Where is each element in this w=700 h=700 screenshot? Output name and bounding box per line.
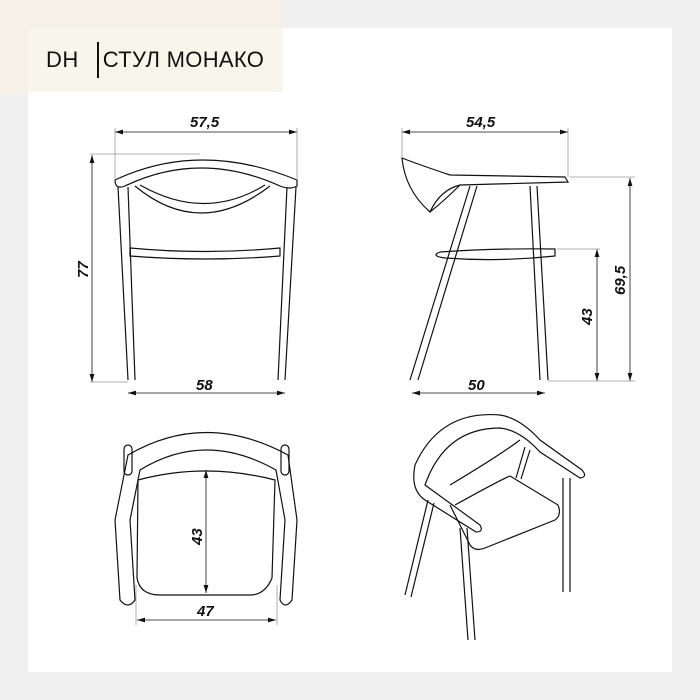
top-dimensions <box>135 470 278 625</box>
product-title: СТУЛ МОНАКО <box>102 47 265 72</box>
side-base-depth: 50 <box>468 377 485 394</box>
front-view <box>114 159 298 381</box>
side-arm-height: 69,5 <box>612 265 629 295</box>
front-top-width: 57,5 <box>190 114 220 131</box>
front-height: 77 <box>75 261 92 278</box>
side-top-depth: 54,5 <box>466 114 496 131</box>
side-seat-height: 43 <box>579 308 596 326</box>
side-dimensions <box>401 128 635 396</box>
side-view <box>401 157 570 381</box>
top-seat-width: 47 <box>196 603 214 620</box>
drawing-panel <box>28 28 672 672</box>
perspective-view <box>404 413 586 641</box>
title-separator <box>96 42 99 78</box>
front-dimensions <box>89 128 298 396</box>
top-view <box>114 431 298 606</box>
brand-logo: DH <box>46 47 79 72</box>
front-base-width: 58 <box>196 377 213 394</box>
top-seat-depth: 43 <box>189 528 206 546</box>
title-bar: DH СТУЛ МОНАКО <box>28 28 283 92</box>
